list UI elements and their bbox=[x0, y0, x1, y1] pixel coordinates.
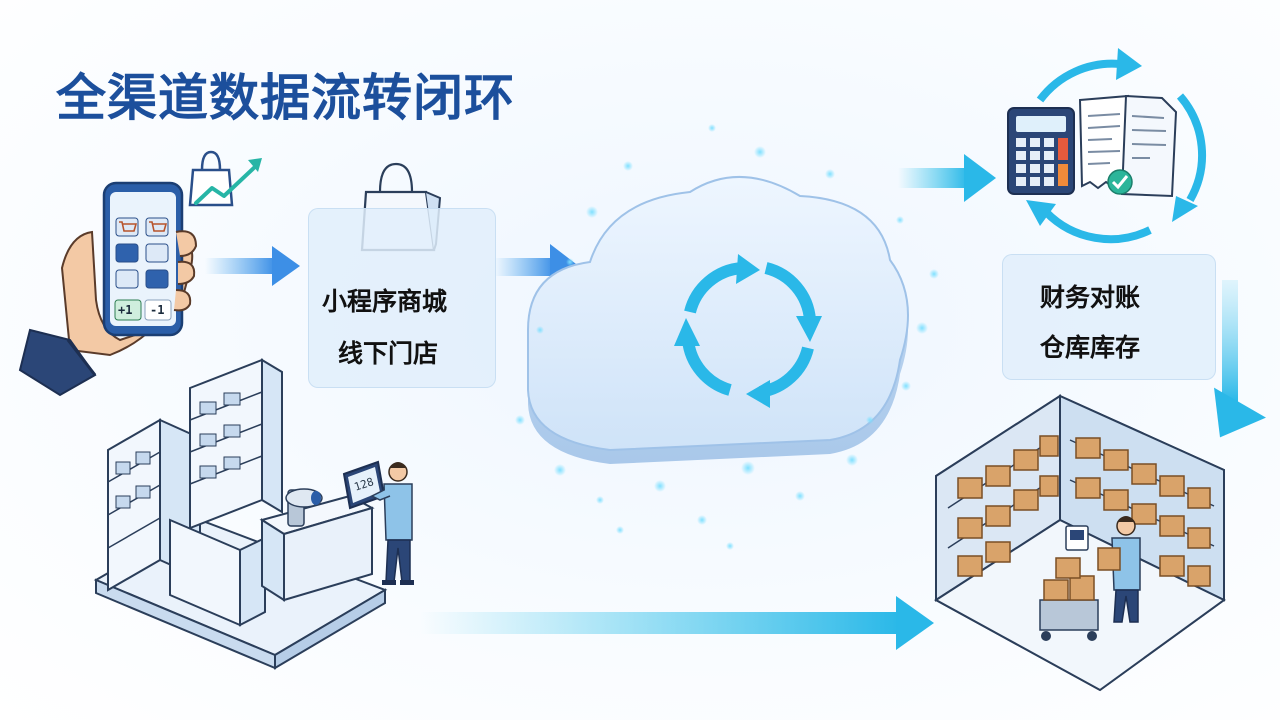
offline-store-scene bbox=[93, 358, 414, 670]
checkmark-icon bbox=[1107, 169, 1133, 195]
finance-reconciliation-label: 财务对账 bbox=[1040, 283, 1141, 312]
phone-in-hand bbox=[18, 181, 198, 397]
warehouse-scene bbox=[934, 394, 1226, 692]
cart-icon bbox=[119, 221, 168, 232]
backoffice-card bbox=[1002, 254, 1216, 380]
offline-store-label: 线下门店 bbox=[338, 339, 439, 368]
arrow-finance-to-warehouse bbox=[1214, 280, 1266, 438]
calculator-icon bbox=[1007, 107, 1075, 195]
cloud-platform bbox=[527, 176, 909, 465]
sync-icon bbox=[682, 262, 816, 398]
warehouse-worker bbox=[1097, 516, 1141, 623]
arrow-phone-to-mall bbox=[205, 246, 300, 286]
barcode-scanner-icon bbox=[285, 488, 323, 527]
phone-add-button-label: +1 bbox=[118, 303, 133, 317]
checkout-counter bbox=[259, 494, 375, 602]
channels-card bbox=[308, 208, 496, 388]
warehouse-inventory-label: 仓库库存 bbox=[1040, 333, 1141, 362]
mini-program-mall-label: 小程序商城 bbox=[322, 287, 448, 316]
hand-trolley bbox=[1039, 557, 1099, 641]
particle-dots bbox=[515, 124, 939, 550]
arrow-cloud-to-finance bbox=[898, 154, 996, 202]
trend-up-icon bbox=[194, 158, 262, 205]
arrow-store-to-warehouse bbox=[420, 596, 934, 650]
page-title: 全渠道数据流转闭环 bbox=[56, 69, 515, 127]
finance-cycle bbox=[1007, 48, 1207, 244]
phone-remove-button-label: -1 bbox=[150, 303, 165, 317]
cashier-person bbox=[370, 462, 414, 585]
